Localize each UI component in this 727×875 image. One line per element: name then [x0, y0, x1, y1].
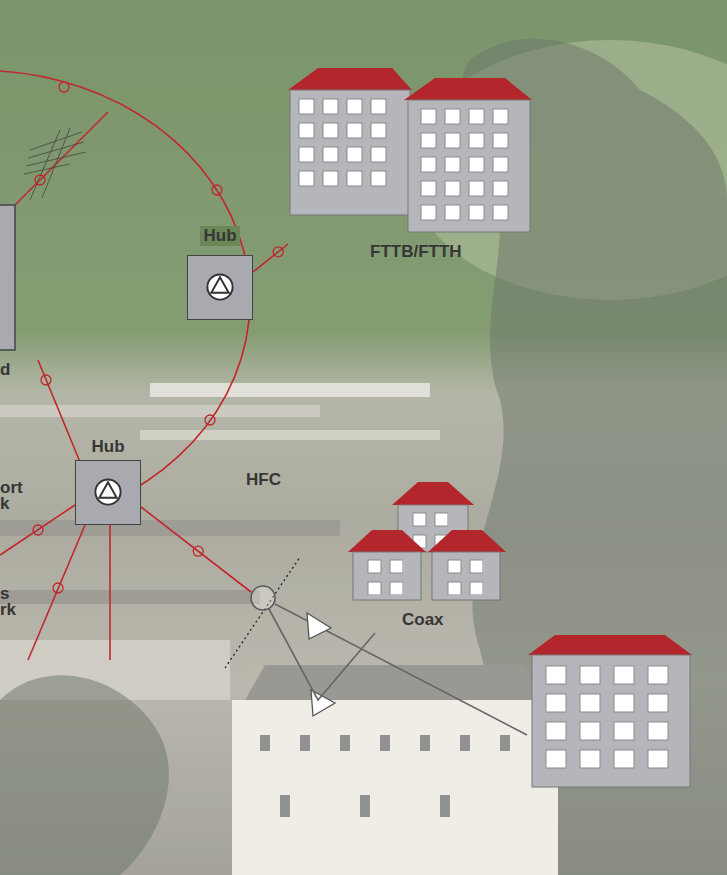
cut-label: d [0, 360, 10, 380]
hub-symbol [188, 256, 252, 319]
hub-label: Hub [200, 226, 239, 246]
hub-label: Hub [88, 437, 127, 457]
splice-dot [193, 546, 203, 556]
fiber-link [253, 244, 288, 272]
hfc-label: HFC [246, 470, 281, 490]
hub-node: Hub [187, 226, 253, 320]
splice-dot [273, 247, 283, 257]
building-group: FTTB/FTTH [288, 66, 532, 266]
connector-line [269, 609, 375, 700]
hub-symbol [76, 461, 140, 524]
cut-label: rk [0, 600, 16, 620]
cut-label: k [0, 494, 9, 514]
hub-box [187, 255, 253, 320]
connector-line [253, 244, 288, 272]
hub-node: Hub [75, 437, 141, 525]
building-group: Coax [350, 478, 508, 633]
building-label: FTTB/FTTH [370, 242, 462, 262]
connector-line [141, 507, 251, 592]
fiber-link [141, 507, 375, 700]
hub-box [75, 460, 141, 525]
building-label: Coax [402, 610, 444, 630]
